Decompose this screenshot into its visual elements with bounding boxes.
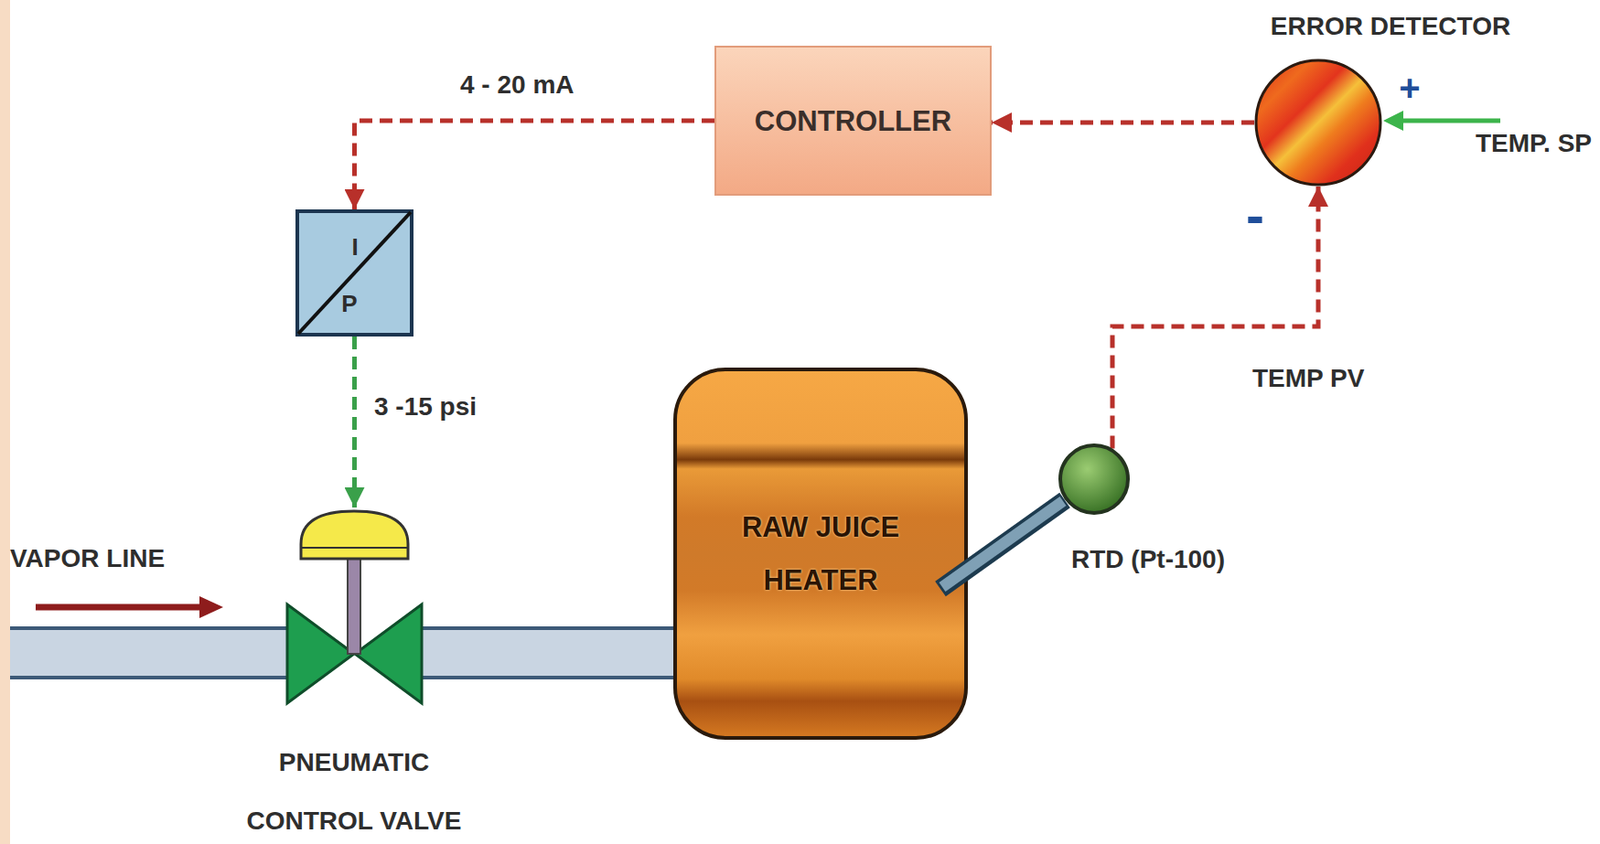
- text-holder: P: [331, 289, 368, 319]
- label-holder: VAPOR LINE: [10, 543, 248, 575]
- setpoint-arrow: [1383, 110, 1501, 131]
- text-holder: PNEUMATIC CONTROL VALVE: [225, 733, 483, 844]
- signal-line: [354, 336, 355, 508]
- dashed-signal: [354, 120, 716, 210]
- node-text: CONTROLLER: [754, 104, 952, 139]
- heater-vessel-shape: [673, 367, 968, 741]
- label-holder: TEMP PV: [1249, 363, 1367, 395]
- dashed-signal: [1112, 186, 1319, 450]
- error-detector-shape: [1254, 58, 1383, 187]
- label-holder: 4 - 20 mA: [457, 69, 578, 101]
- text-holder: I: [336, 233, 374, 262]
- label-holder: 3 -15 psi: [371, 391, 480, 423]
- heater-vessel: RAW JUICE HEATER: [673, 367, 968, 741]
- vapor-pipe: [10, 653, 302, 655]
- label-holder: TEMP. SP: [1372, 128, 1592, 160]
- pipe-outline: [419, 626, 676, 680]
- label-holder: +: [1394, 65, 1426, 110]
- dashed-signal: [991, 120, 1255, 126]
- node-text: PNEUMATIC CONTROL VALVE: [225, 733, 483, 844]
- controller-box: CONTROLLER: [714, 45, 992, 196]
- node-text: RAW JUICE HEATER: [710, 501, 931, 608]
- signal-label: 3 -15 psi: [371, 391, 480, 423]
- signal-label: 4 - 20 mA: [457, 69, 578, 101]
- line-label: VAPOR LINE: [10, 543, 248, 575]
- pipe-fill: [419, 630, 676, 677]
- plus-sign: +: [1394, 65, 1426, 110]
- error-detector: ERROR DETECTOR: [1254, 58, 1383, 187]
- setpoint-label: TEMP. SP: [1372, 128, 1592, 160]
- node-text: I: [336, 233, 374, 262]
- dashed-signal: [352, 336, 357, 508]
- signal-line: [354, 120, 716, 210]
- signal-label: TEMP PV: [1249, 363, 1367, 395]
- rtd-sensor: RTD (Pt-100): [1058, 443, 1130, 516]
- text-holder: ERROR DETECTOR: [1225, 10, 1556, 43]
- rtd-sensor-shape: [1058, 443, 1130, 516]
- rtd-probe-stem: [940, 500, 1065, 590]
- node-text: ERROR DETECTOR: [1225, 10, 1556, 43]
- text-holder: RTD (Pt-100): [1071, 544, 1310, 576]
- side-strip: [0, 0, 11, 844]
- node-text: RTD (Pt-100): [1071, 544, 1310, 576]
- signal-line: [1112, 186, 1319, 450]
- signal-line: [991, 122, 1255, 124]
- label-holder: -: [1234, 182, 1276, 249]
- pipe-connection: [419, 653, 676, 655]
- minus-sign: -: [1234, 182, 1276, 249]
- node-text: P: [331, 289, 368, 319]
- ip-converter-shape: [295, 209, 414, 337]
- ip-converter: IP: [295, 209, 414, 337]
- control-valve-shape: [285, 507, 424, 709]
- control-valve: PNEUMATIC CONTROL VALVE: [285, 507, 424, 709]
- vapor-arrow: [35, 596, 224, 619]
